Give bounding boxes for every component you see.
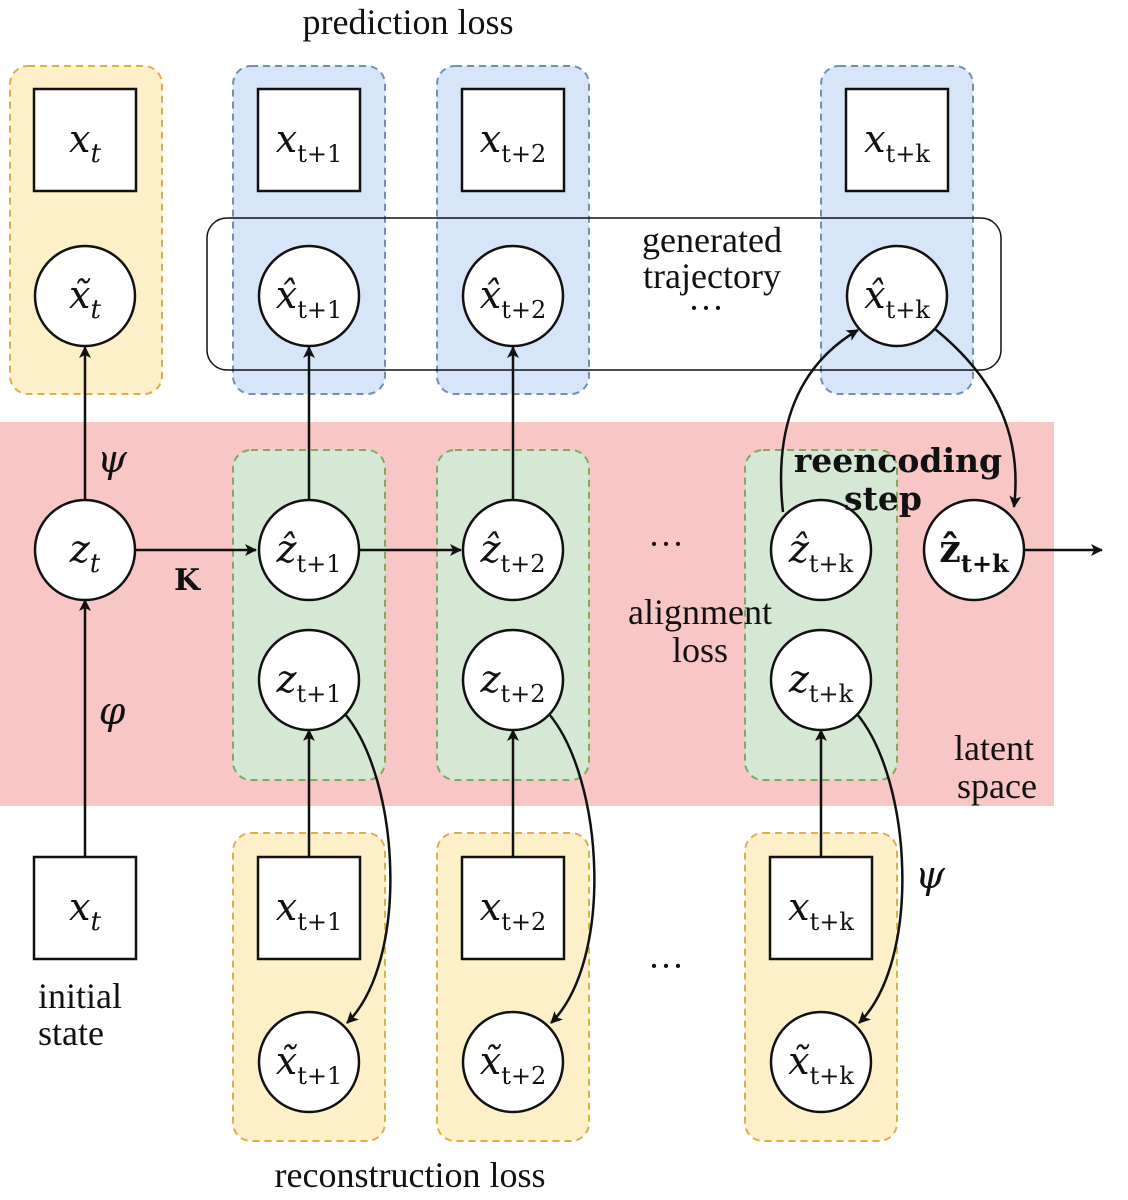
psi-label-top: ψ xyxy=(97,437,128,481)
node-xtilde-t1: x̃t+1 xyxy=(257,1010,361,1114)
node-label: ẑt+k xyxy=(939,526,1010,578)
node-zhat-tk: ẑt+k xyxy=(769,498,873,602)
node-label: x̃t+2 xyxy=(480,1039,546,1090)
node-label: xt+k xyxy=(864,117,930,168)
node-z-t: zt xyxy=(33,498,137,602)
latent-space-label-2: space xyxy=(957,766,1037,806)
node-label: ẑt+2 xyxy=(479,527,545,578)
initial-state-label-1: initial xyxy=(38,976,122,1016)
ellipsis-trajectory: ··· xyxy=(688,288,724,328)
node-label: xt xyxy=(69,117,101,169)
node-z-t2: zt+2 xyxy=(461,628,565,732)
node-label: xt+1 xyxy=(276,885,342,936)
node-label: zt+k xyxy=(788,657,854,708)
reconstruction-loss-label: reconstruction loss xyxy=(275,1155,546,1195)
node-zhat-t1: ẑt+1 xyxy=(257,498,361,602)
edge-reencode xyxy=(929,324,1022,508)
node-xhat-t2: x̂t+2 xyxy=(461,244,565,348)
edge-recon-tk xyxy=(856,713,904,1024)
prediction-loss-label: prediction loss xyxy=(303,2,514,42)
phi-label: φ xyxy=(99,689,126,733)
node-zhat-t2: ẑt+2 xyxy=(461,498,565,602)
node-x-t1-bot: xt+1 xyxy=(256,855,362,961)
reencoding-step-label-2: step xyxy=(844,479,922,518)
node-x-tk-bot: xt+k xyxy=(768,855,874,961)
node-x-tk-top: xt+k xyxy=(844,87,950,193)
generated-trajectory-label-1: generated xyxy=(642,220,782,260)
latent-space-label-1: latent xyxy=(954,728,1034,768)
node-label: xt xyxy=(69,885,101,937)
node-label: xt+1 xyxy=(276,117,342,168)
edge-recon-t2 xyxy=(548,713,596,1024)
node-label: zt xyxy=(69,527,101,579)
initial-state-label-2: state xyxy=(38,1013,104,1053)
node-label: x̃t+k xyxy=(788,1039,854,1090)
edge-decode-tk xyxy=(779,328,859,513)
node-label: x̂t+k xyxy=(864,273,930,324)
node-label: zt+2 xyxy=(479,657,545,708)
node-label: ẑt+1 xyxy=(275,527,341,578)
node-label: xt+k xyxy=(788,885,854,936)
node-x-t2-bot: xt+2 xyxy=(460,855,566,961)
reencoding-step-label-1: reencoding xyxy=(794,441,1002,480)
node-label: zt+1 xyxy=(275,657,341,708)
node-label: x̃t xyxy=(69,273,101,325)
node-label: x̃t+1 xyxy=(276,1039,342,1090)
generated-trajectory-label-2: trajectory xyxy=(643,256,781,296)
alignment-loss-label-2: loss xyxy=(672,630,728,670)
node-x-t-bot: xt xyxy=(32,855,138,961)
node-label: xt+2 xyxy=(480,117,546,168)
node-z-t1: zt+1 xyxy=(257,628,361,732)
generated-trajectory-frame xyxy=(206,217,1002,371)
node-x-t1-top: xt+1 xyxy=(256,87,362,193)
node-xtilde-t: x̃t xyxy=(33,244,137,348)
node-x-t-top: xt xyxy=(32,87,138,193)
ellipsis-latent: ··· xyxy=(648,524,684,564)
node-x-t2-top: xt+2 xyxy=(460,87,566,193)
alignment-loss-label-1: alignment xyxy=(628,592,772,632)
node-zhat-bold-tk: ẑt+k xyxy=(922,498,1026,602)
ellipsis-bottom: ··· xyxy=(648,946,684,986)
node-label: xt+2 xyxy=(480,885,546,936)
psi-label-bottom: ψ xyxy=(915,853,946,897)
node-xtilde-tk: x̃t+k xyxy=(769,1010,873,1114)
node-label: x̂t+2 xyxy=(480,273,546,324)
node-z-tk: zt+k xyxy=(769,628,873,732)
K-label: K xyxy=(174,563,201,598)
node-xtilde-t2: x̃t+2 xyxy=(461,1010,565,1114)
edge-recon-t1 xyxy=(344,713,392,1024)
node-xhat-t1: x̂t+1 xyxy=(257,244,361,348)
node-label: x̂t+1 xyxy=(276,273,342,324)
node-xhat-tk: x̂t+k xyxy=(845,244,949,348)
node-label: ẑt+k xyxy=(788,527,854,578)
